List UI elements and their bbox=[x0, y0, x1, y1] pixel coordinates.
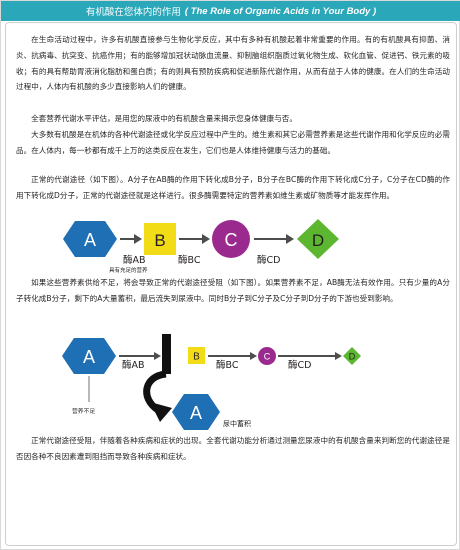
pathway-block-bar bbox=[162, 334, 171, 374]
header-title-zh: 有机酸在您体内的作用 bbox=[85, 7, 181, 18]
blocked-node-c-circle bbox=[258, 347, 276, 365]
node-d-diamond bbox=[297, 219, 339, 259]
paragraph-blocked-pathway: 如果这些营养素供给不足，将会导致正常的代谢途径受阻（如下图）。如果营养素不足，A… bbox=[16, 278, 450, 303]
node-d-label: D bbox=[312, 231, 324, 250]
header-title-en: ( The Role of Organic Acids in Your Body… bbox=[184, 5, 377, 17]
nutrient-insufficient-note: 营养不足 bbox=[72, 407, 95, 415]
node-b-square bbox=[144, 223, 176, 255]
node-b-label: B bbox=[154, 231, 165, 250]
accumulated-a-hexagon bbox=[172, 394, 220, 430]
blocked-node-a-label: A bbox=[83, 347, 95, 367]
blocked-pathway-diagram: A 营养不足 酶AB A 尿中蓄积 B 酶BC C bbox=[62, 334, 361, 430]
enzyme-ab-label: 酶AB bbox=[123, 254, 146, 266]
diversion-arrow-head bbox=[150, 402, 172, 422]
blocked-arrow-b-c-head bbox=[250, 352, 257, 360]
node-a-label: A bbox=[84, 230, 96, 250]
blocked-node-b-square bbox=[188, 347, 205, 364]
paragraph-normal-pathway: 正常的代谢途径（如下图）。A分子在AB酶的作用下转化成B分子，B分子在BC酶的作… bbox=[16, 175, 450, 200]
blocked-arrow-a-b-head bbox=[154, 352, 161, 360]
blocked-node-d-label: D bbox=[349, 352, 356, 362]
paragraph-conclusion: 正常代谢途径受阻，伴随着各种疾病和症状的出现。全套代谢功能分析通过测量您尿液中的… bbox=[16, 436, 450, 461]
blocked-node-a-hexagon bbox=[62, 338, 116, 374]
arrow-c-d-head bbox=[286, 234, 294, 244]
node-c-circle bbox=[212, 220, 250, 258]
blocked-enzyme-cd-label: 酶CD bbox=[288, 359, 311, 371]
node-a-hexagon bbox=[63, 221, 117, 257]
page-header: 有机酸在您体内的作用 ( The Role of Organic Acids i… bbox=[1, 1, 460, 21]
paragraph-metabolism: 大多数有机酸是在机体的各种代谢途径或化学反应过程中产生的。维生素和其它必需营养素… bbox=[16, 130, 450, 155]
accumulated-a-label: A bbox=[190, 403, 202, 423]
normal-pathway-diagram: A 酶AB 具有充足的营养 B 酶BC C 酶CD D bbox=[63, 219, 339, 274]
arrow-b-c-head bbox=[202, 234, 210, 244]
paragraph-intro: 在生命活动过程中，许多有机酸直接参与生物化学反应，其中有多种有机酸起着非常重要的… bbox=[16, 35, 450, 92]
enzyme-bc-label: 酶BC bbox=[178, 254, 201, 266]
arrow-a-b-head bbox=[134, 234, 142, 244]
enzyme-cd-label: 酶CD bbox=[257, 254, 280, 266]
nutrient-sufficient-note: 具有充足的营养 bbox=[109, 266, 148, 274]
content-frame: 在生命活动过程中，许多有机酸直接参与生物化学反应，其中有多种有机酸起着非常重要的… bbox=[5, 22, 457, 546]
node-c-label: C bbox=[225, 230, 238, 250]
blocked-enzyme-ab-label: 酶AB bbox=[122, 359, 145, 371]
blocked-node-d-diamond bbox=[343, 347, 361, 365]
urine-accumulation-note: 尿中蓄积 bbox=[223, 419, 251, 428]
blocked-node-c-label: C bbox=[264, 352, 271, 362]
blocked-arrow-c-d-head bbox=[335, 352, 342, 360]
blocked-node-b-label: B bbox=[193, 352, 200, 363]
paragraph-assessment: 全套营养代谢水平评估，是用您的尿液中的有机酸含量来揭示您身体健康与否。 bbox=[31, 114, 297, 123]
blocked-enzyme-bc-label: 酶BC bbox=[216, 359, 239, 371]
